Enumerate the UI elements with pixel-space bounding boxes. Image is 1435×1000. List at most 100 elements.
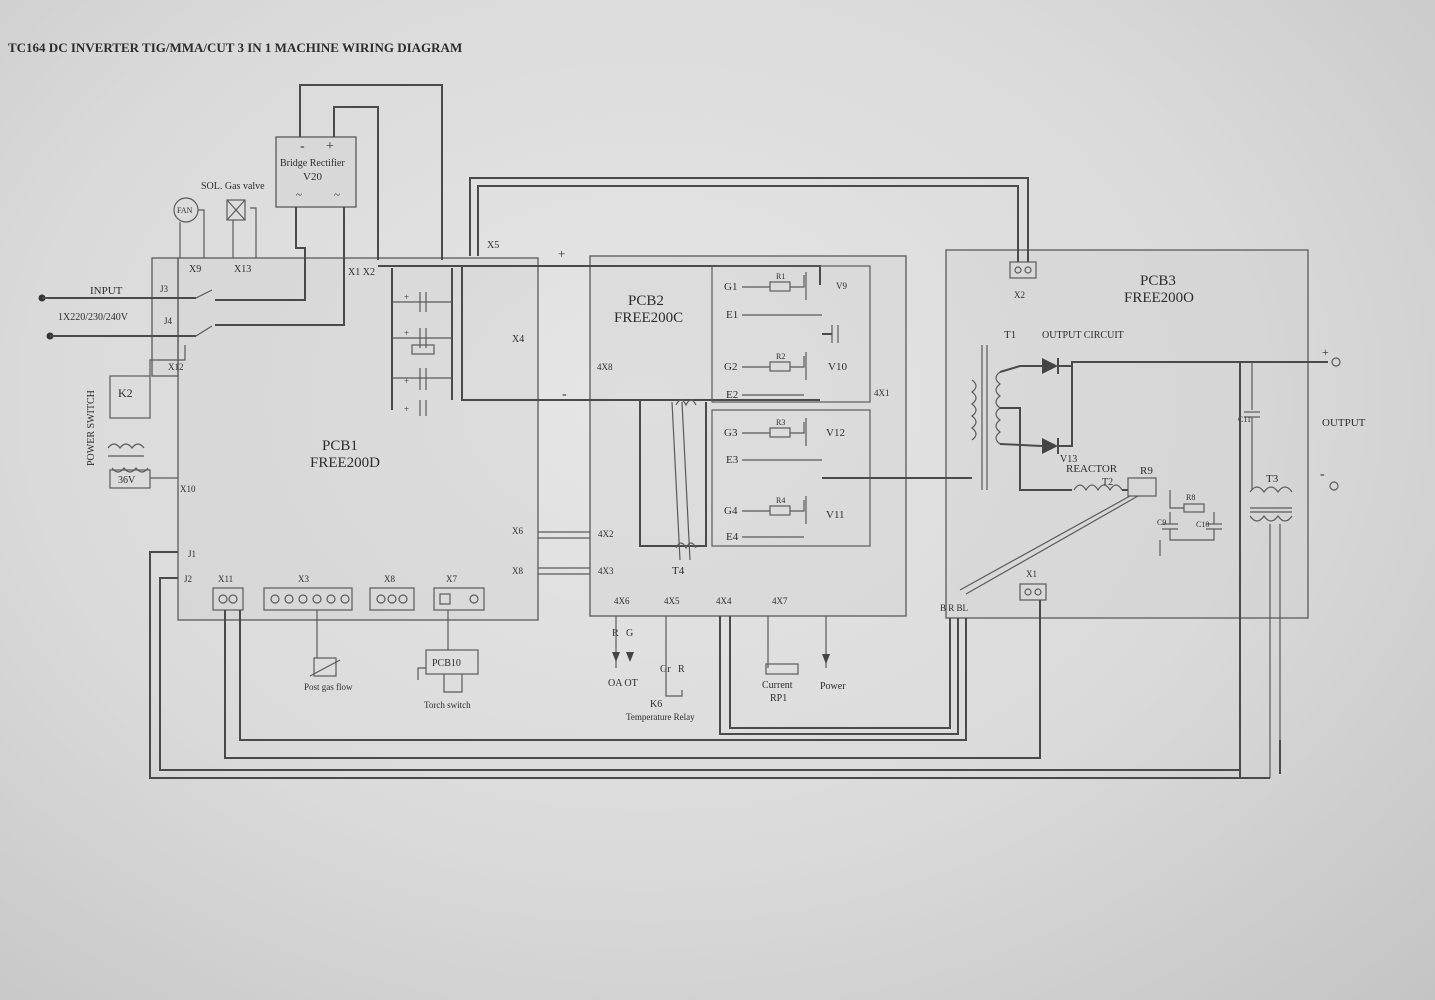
reactor-coil: [1073, 484, 1123, 492]
r1-label: R1: [776, 272, 785, 281]
fan-wire-2: [198, 209, 205, 258]
gas-valve-wire-2: [250, 207, 257, 258]
pcb1-x13: X13: [234, 264, 251, 275]
v10-label: V10: [828, 361, 847, 373]
rect-plus-wire: [333, 106, 379, 260]
c9-label: C9: [1157, 518, 1166, 527]
gas-valve-label: SOL. Gas valve: [201, 181, 265, 192]
r9-shunt: [1127, 477, 1157, 497]
r3-label: R3: [776, 418, 785, 427]
pcb10-box: [425, 649, 479, 675]
led-oa-icon: [612, 652, 620, 662]
secondary-top-wire: [999, 365, 1042, 373]
volts-36v: 36V: [118, 475, 136, 486]
bridge-ac-1: ~: [296, 189, 302, 201]
bridge-minus: -: [300, 139, 305, 154]
current-pot: [765, 663, 799, 675]
e2-label: E2: [726, 389, 738, 401]
pcb2-4x2: 4X2: [598, 529, 614, 539]
wire-r2: R: [678, 664, 685, 675]
pcb10-label: PCB10: [432, 658, 461, 669]
v13-label: V13: [1060, 454, 1077, 465]
transformer-36v: [111, 467, 149, 473]
post-gas-flow-label: Post gas flow: [304, 682, 353, 692]
pcb2-4x6: 4X6: [614, 596, 630, 606]
bus-minus-wire: [461, 266, 820, 401]
pcb2-4x4: 4X4: [716, 596, 732, 606]
pcb2-board: [589, 255, 907, 617]
svg-text:+: +: [404, 328, 409, 338]
rp1-label: RP1: [770, 693, 787, 704]
t3-label: T3: [1266, 473, 1279, 485]
v9-label: V9: [836, 281, 847, 291]
diode-v13-icon: [1042, 438, 1058, 454]
output-minus: -: [1320, 467, 1325, 482]
diagram-title: TC164 DC INVERTER TIG/MMA/CUT 3 IN 1 MAC…: [8, 40, 462, 55]
x3-connector: [263, 587, 353, 611]
x8-connector: [369, 587, 415, 611]
x1-connector: [1019, 583, 1047, 601]
rect-ac-wire-1: [215, 207, 306, 301]
svg-text:+: +: [404, 376, 409, 386]
k2-relay: [109, 375, 151, 419]
pcb2-4x1: 4X1: [874, 388, 890, 398]
pcb1-x5: X5: [487, 240, 499, 251]
switch-k1-b: [195, 325, 213, 337]
t2-label: T2: [1102, 477, 1113, 488]
pcb3-name: PCB3: [1140, 273, 1176, 289]
t4-wire: [639, 400, 707, 547]
pcb2-4x8: 4X8: [597, 362, 613, 372]
harness-4x4-a: [719, 616, 959, 735]
pcb1-tab: [151, 257, 179, 377]
svg-text:+: +: [404, 404, 409, 414]
harness-x11-b: [239, 610, 967, 741]
t3-coil: [1249, 514, 1293, 522]
bus-minus-label: -: [562, 387, 567, 402]
e4-label: E4: [726, 531, 739, 543]
v11-label: V11: [826, 509, 845, 521]
k2-label: K2: [118, 386, 133, 400]
pcb1-x9: X9: [189, 264, 201, 275]
x11-connector: [212, 587, 244, 611]
reactor-label: REACTOR: [1066, 463, 1118, 475]
pcb2-4x5: 4X5: [664, 596, 680, 606]
e1-label: E1: [726, 309, 738, 321]
e3-label: E3: [726, 454, 739, 466]
pcb1-x3: X3: [298, 574, 309, 584]
output-plus-terminal: [1331, 357, 1341, 367]
pcb2-4x3: 4X3: [598, 566, 614, 576]
pcb1-j4: J4: [164, 316, 173, 326]
harness-x11-a: [224, 600, 1041, 759]
dc-bus-capacitors: + + + +: [391, 268, 453, 416]
x1-label: X1: [1026, 569, 1037, 579]
feedback-wire-a: [959, 495, 1131, 591]
bridge-ac-2: ~: [334, 189, 340, 201]
input-label: INPUT: [90, 285, 123, 297]
pcb1-j2: J2: [184, 574, 192, 584]
torch-switch-icon: [443, 674, 463, 693]
diode-top-icon: [1042, 358, 1058, 374]
bridge-rectifier-label: Bridge Rectifier: [280, 158, 345, 169]
power-led-icon: [822, 654, 830, 664]
svg-text:+: +: [404, 292, 409, 302]
power-label: Power: [820, 681, 846, 692]
pcb3-board: [945, 249, 1309, 619]
harness-4x4-b: [729, 616, 951, 729]
k2-wire: [149, 345, 186, 376]
torch-switch-label: Torch switch: [424, 700, 471, 710]
post-gas-flow-pot: [313, 657, 337, 677]
output-plus: +: [1322, 345, 1329, 359]
t4-coil-top: [675, 399, 697, 407]
t1-label: T1: [1004, 329, 1016, 341]
v20-label: V20: [303, 171, 322, 183]
ground-icon-torch: [417, 667, 426, 680]
harness-j2: [159, 577, 1240, 771]
x5-wire-b: [477, 185, 1019, 262]
pcb1-j1: J1: [188, 549, 196, 559]
power-switch-label: POWER SWITCH: [86, 390, 97, 466]
led-ot-icon: [626, 652, 634, 662]
x2-connector: [1009, 261, 1037, 279]
t1-primary: [971, 379, 977, 441]
x5-wire-a: [469, 177, 1029, 262]
v12-label: V12: [826, 427, 845, 439]
